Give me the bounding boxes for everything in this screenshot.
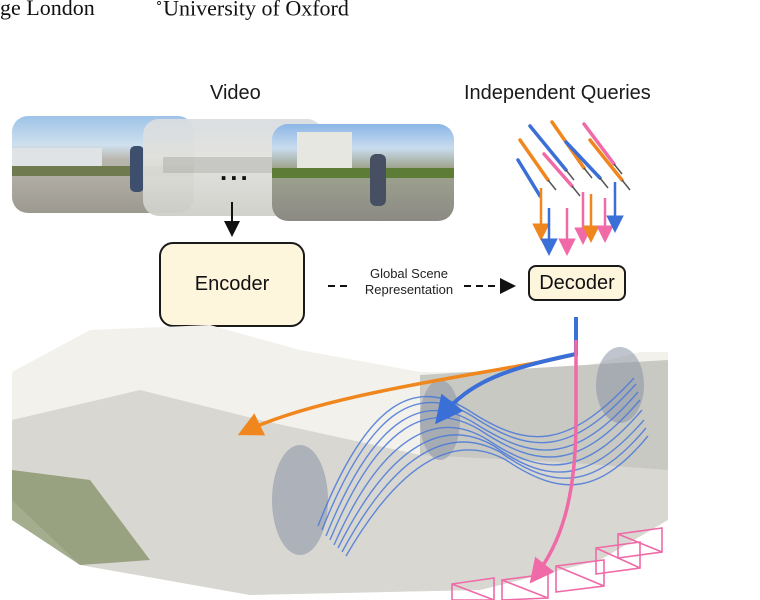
diagram-graphics bbox=[0, 0, 760, 600]
